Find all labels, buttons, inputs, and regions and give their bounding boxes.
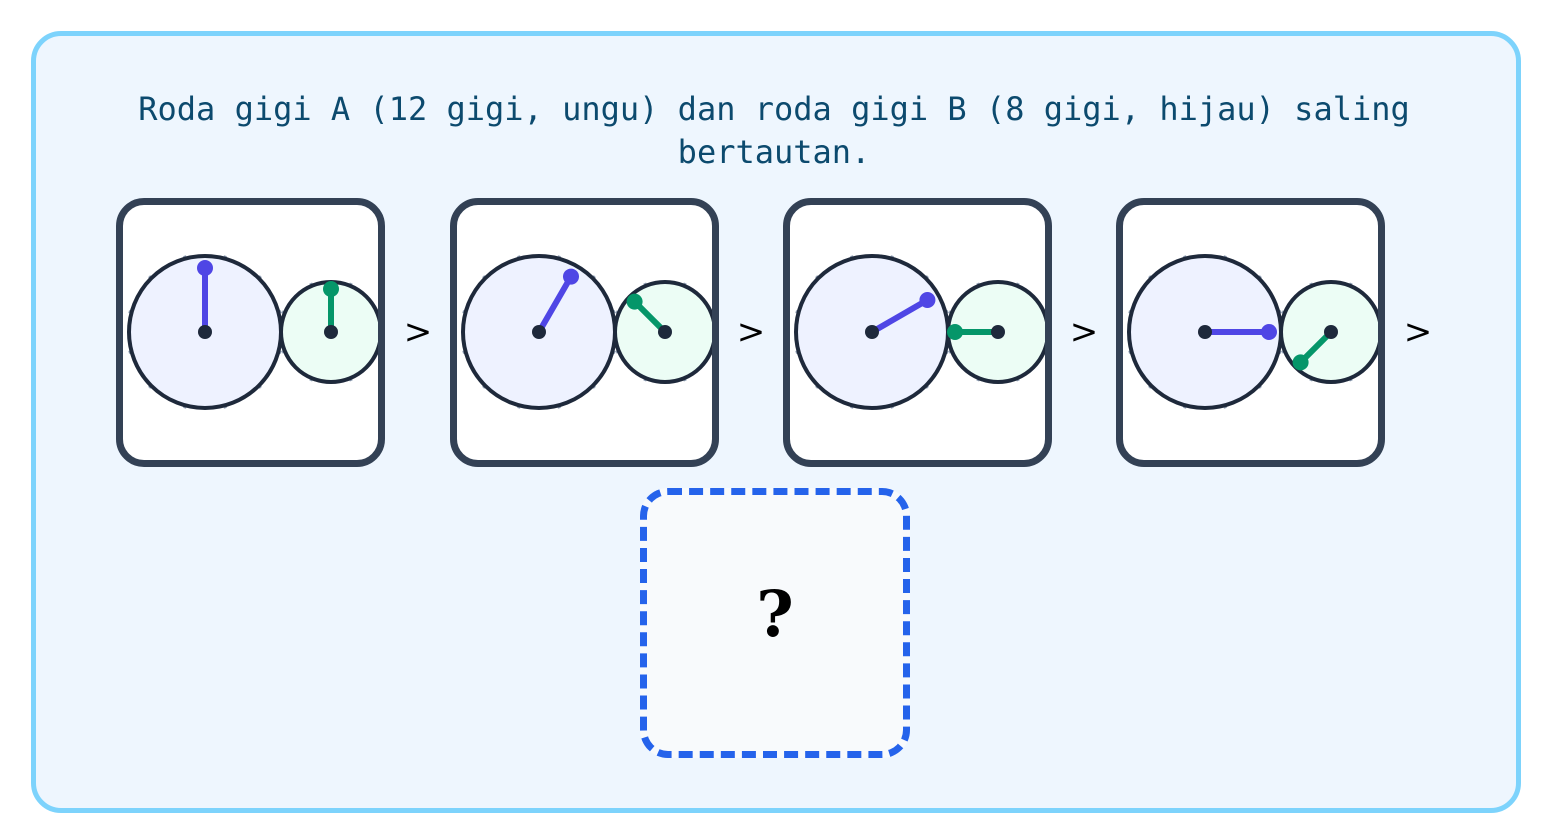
answer-slot[interactable]: ? [640, 488, 910, 758]
gear-a-gear [1127, 254, 1283, 410]
gear-pair-diagram [461, 254, 712, 410]
gear-b-gear [279, 280, 378, 384]
gear-a-gear [127, 254, 283, 410]
sequence-frame-3 [783, 198, 1052, 467]
gear-a-axle [198, 325, 212, 339]
gear-a-hand [536, 273, 574, 335]
gear-a-gear [461, 254, 617, 410]
gear-b-axle [324, 325, 338, 339]
gear-pair-diagram [127, 254, 378, 410]
gear-b-hand-tip [947, 324, 963, 340]
gear-a-hand-tip [1261, 324, 1277, 340]
sequence-frame-2 [450, 198, 719, 467]
gear-pair-diagram [794, 254, 1045, 410]
gear-a-hand-tip [197, 260, 213, 276]
sequence-arrow: > [403, 312, 433, 352]
gear-b-hand-tip [323, 281, 339, 297]
gear-b-axle [991, 325, 1005, 339]
sequence-arrow: > [1069, 312, 1099, 352]
gear-a-axle [1198, 325, 1212, 339]
gear-a-hand [869, 297, 931, 335]
gear-a-hand-tip [563, 268, 579, 285]
sequence-frame-1 [116, 198, 385, 467]
gear-a-gear [794, 254, 950, 410]
gear-b-hand-tip [626, 293, 643, 310]
gear-a-axle [532, 325, 546, 339]
sequence-arrow: > [736, 312, 766, 352]
sequence-arrow: > [1403, 312, 1433, 352]
gear-b-axle [658, 325, 672, 339]
gear-pair-diagram [1127, 254, 1378, 410]
gear-a-axle [865, 325, 879, 339]
gear-a-hand-tip [919, 292, 936, 308]
question-text: Roda gigi A (12 gigi, ungu) dan roda gig… [138, 90, 1410, 171]
gear-b-gear [946, 280, 1045, 384]
gear-b-hand-tip [1292, 354, 1309, 371]
question-mark: ? [756, 577, 794, 652]
gear-b-axle [1324, 325, 1338, 339]
gear-b-gear [613, 280, 712, 384]
gear-b-gear [1279, 280, 1378, 384]
sequence-frame-4 [1116, 198, 1385, 467]
